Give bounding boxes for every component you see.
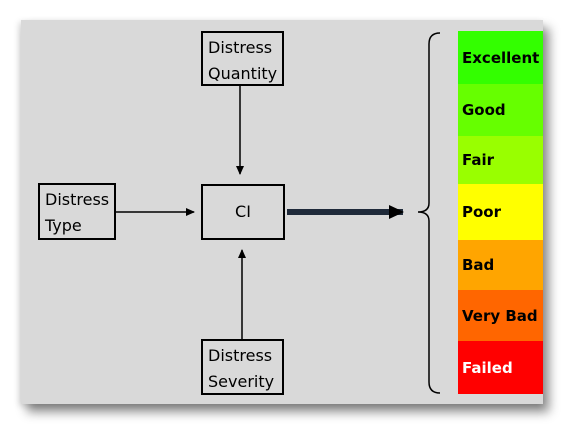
scale-fair: Fair xyxy=(458,136,543,184)
ci-label: CI xyxy=(235,202,251,221)
scale-failed: Failed xyxy=(458,341,543,394)
scale-bracket xyxy=(417,32,441,394)
scale-good: Good xyxy=(458,84,543,136)
distress-severity-line2: Severity xyxy=(208,372,275,391)
distress-type-line2: Type xyxy=(45,216,82,235)
scale-poor: Poor xyxy=(458,184,543,240)
scale-very-bad: Very Bad xyxy=(458,290,543,341)
distress-quantity-node: Distress Quantity xyxy=(201,31,284,86)
distress-severity-node: Distress Severity xyxy=(201,339,284,395)
scale-excellent: Excellent xyxy=(458,31,543,84)
scale-bad: Bad xyxy=(458,240,543,290)
distress-type-node: Distress Type xyxy=(38,183,116,240)
distress-type-line1: Distress xyxy=(45,190,110,209)
distress-quantity-line2: Quantity xyxy=(208,64,278,83)
distress-severity-line1: Distress xyxy=(208,346,273,365)
ci-node: CI xyxy=(201,184,285,240)
distress-quantity-line1: Distress xyxy=(208,38,273,57)
